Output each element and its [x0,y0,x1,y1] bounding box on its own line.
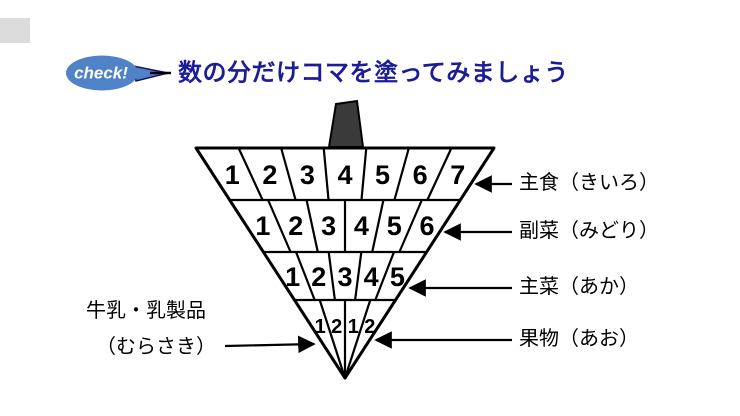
cell-number: 4 [364,262,379,292]
label-milk-line1: 牛乳・乳製品 [86,299,206,322]
cell-number: 2 [262,160,277,190]
cell-divider [374,251,396,301]
row-labels: 主食（きいろ） 副菜（みどり） 主菜（あか） 果物（あお） 牛乳・乳製品 （むら… [86,171,659,358]
cell-number: 6 [420,211,435,241]
label-main: 主菜（あか） [519,275,639,298]
label-side: 副菜（みどり） [519,219,659,242]
cell-number: 4 [354,211,369,241]
cell-divider [318,299,347,379]
check-badge-label: check! [74,64,128,83]
cell-divider [354,251,363,301]
cell-number: 3 [300,160,315,190]
check-badge-bubble [66,55,138,91]
cell-divider [267,199,292,253]
cell-divider [280,147,297,201]
cell-number: 3 [337,262,352,292]
cell-number: 5 [390,262,405,292]
cell-number: 7 [450,160,465,190]
cell-divider [393,147,410,201]
cell-divider [426,147,453,201]
label-arrows [224,175,512,354]
cell-divider [343,299,372,379]
cell-divider [360,147,368,201]
label-staple: 主食（きいろ） [519,171,659,194]
cell-number: 4 [337,160,352,190]
label-fruit: 果物（あお） [519,327,639,350]
cell-divider [371,199,385,253]
cell-divider [305,199,319,253]
cell-number: 6 [413,160,428,190]
cell-number: 1 [255,211,270,241]
cell-number: 1 [348,316,359,338]
cell-number: 1 [285,262,300,292]
cell-number: 1 [225,160,240,190]
cell-number: 5 [387,211,402,241]
cell-number: 3 [321,211,336,241]
cell-divider [398,199,423,253]
check-badge: check! [66,55,171,91]
koma-handle [327,99,365,148]
cell-divider [294,251,316,301]
cell-number: 2 [331,316,342,338]
cell-number: 2 [288,211,303,241]
page-title: 数の分だけコマを塗ってみましょう [178,59,569,87]
cell-number: 2 [311,262,326,292]
cell-divider [322,147,330,201]
cell-number: 5 [375,160,390,190]
arrow-milk [224,335,316,354]
label-milk-line2: （むらさき） [96,335,216,358]
cell-number: 1 [315,316,326,338]
cell-number: 2 [364,316,375,338]
page-corner-artifact [0,18,30,43]
cell-divider [237,147,264,201]
cell-divider [327,251,336,301]
